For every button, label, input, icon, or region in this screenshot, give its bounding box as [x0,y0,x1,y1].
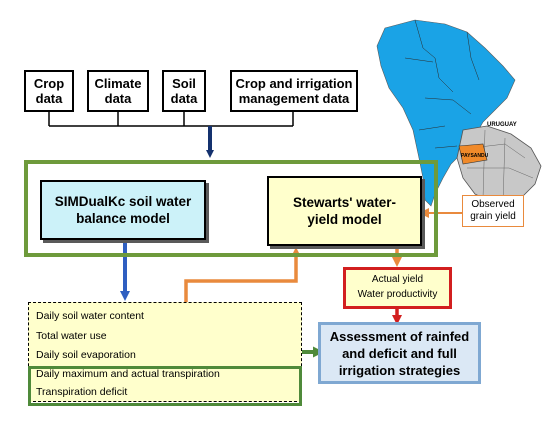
soil-data-box: Soil data [162,70,206,112]
uruguay-label: URUGUAY [487,122,517,128]
outputs-box [28,302,302,402]
climate-data-box: Climate data [87,70,149,112]
soil-data-label: Soil data [170,76,198,106]
water-productivity-label: Water productivity [357,289,438,300]
stewart-model-box: Stewarts' water-yield model [267,176,422,246]
south-america-map: URUGUAY PAYSANDU [376,19,542,207]
results-box: Actual yield Water productivity [343,267,452,309]
output-transpiration-deficit: Transpiration deficit [36,386,128,398]
south-america-shape [376,19,516,207]
assessment-box: Assessment of rainfed and deficit and fu… [318,322,481,384]
output-daily-soil-evaporation: Daily soil evaporation [36,349,136,361]
output-total-water-use: Total water use [36,330,107,342]
stewart-model-label: Stewarts' water-yield model [293,195,396,227]
crop-data-label: Crop data [33,76,65,106]
assessment-label: Assessment of rainfed and deficit and fu… [329,328,470,378]
transpiration-highlight-frame [28,366,302,406]
simdualkc-model-box: SIMDualKc soil water balance model [40,180,206,240]
crop-data-box: Crop data [24,70,74,112]
actual-yield-label: Actual yield [371,274,424,285]
model-frame [24,160,438,257]
management-data-box: Crop and irrigation management data [230,70,358,112]
observed-yield-label: Observed grain yield [470,199,516,222]
climate-data-label: Climate data [94,76,142,106]
uruguay-shape [456,125,542,205]
paysandu-label: PAYSANDU [461,153,489,159]
output-daily-soil-water: Daily soil water content [36,310,144,322]
input-bracket [48,112,294,127]
management-data-label: Crop and irrigation management data [235,76,353,106]
simdualkc-model-label: SIMDualKc soil water balance model [54,194,192,226]
output-transpiration: Daily maximum and actual transpiration [36,368,220,380]
observed-yield-box: Observed grain yield [462,195,524,227]
paysandu-shape [458,143,488,165]
